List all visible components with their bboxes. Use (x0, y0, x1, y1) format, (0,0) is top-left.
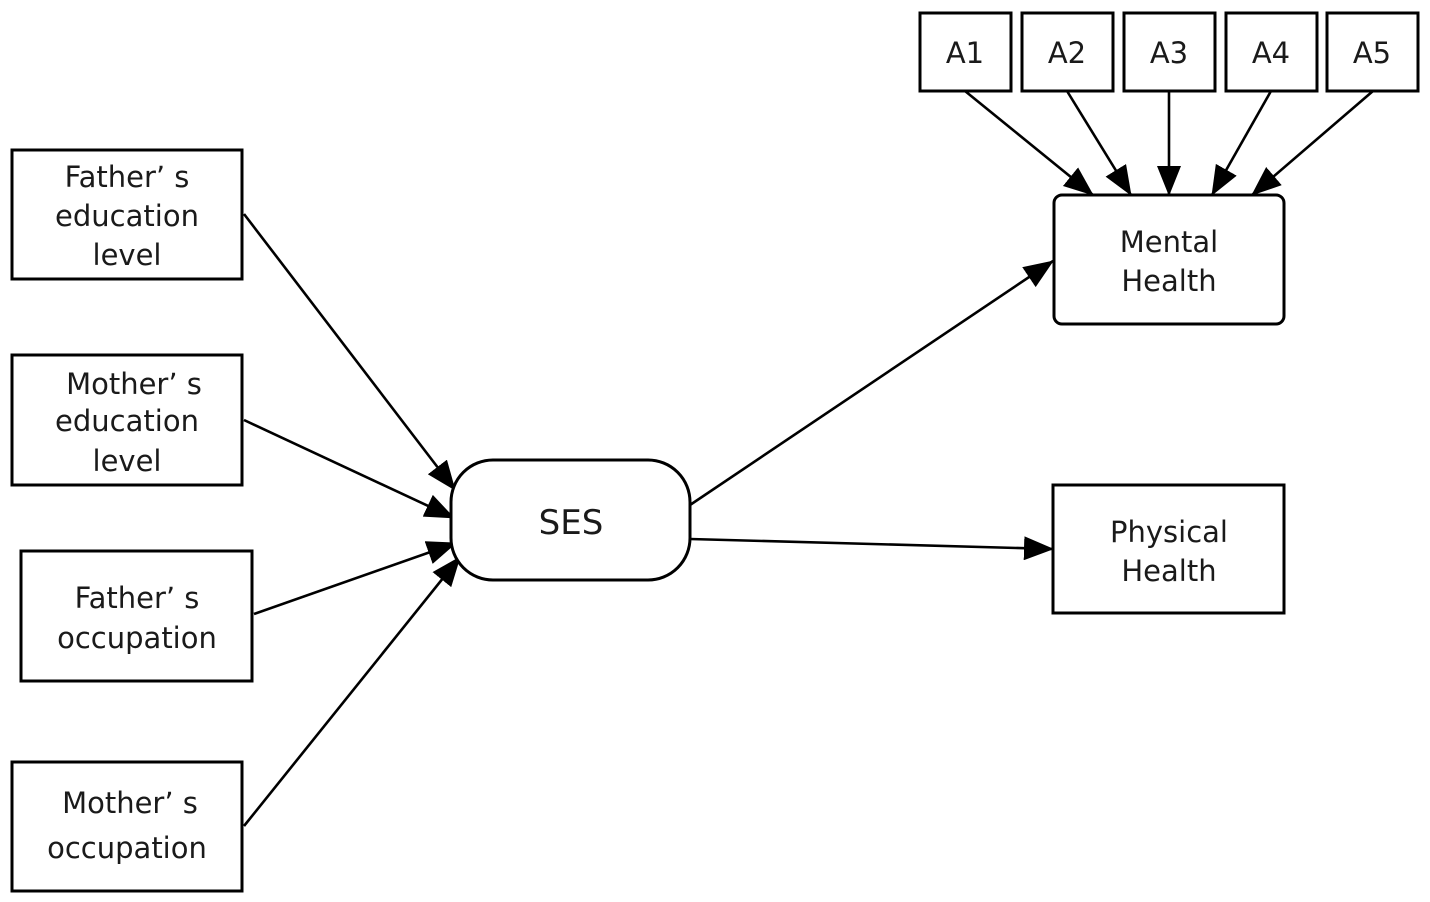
node-mother-education-line-2: education (55, 404, 199, 438)
node-indicator-a1: A1 (918, 11, 1013, 93)
node-mother-education-line-1: Mother’ s (66, 367, 202, 401)
node-mother-occupation-line-2: occupation (47, 831, 207, 865)
node-indicator-a3-label: A3 (1150, 36, 1188, 70)
edge-a4-to-mental-health (1210, 90, 1273, 196)
edge-a1-to-mental-health (964, 89, 1094, 197)
node-mental-health-line-2: Health (1121, 264, 1216, 298)
node-indicator-a2-label: A2 (1048, 36, 1086, 70)
node-indicator-a4-label: A4 (1252, 36, 1290, 70)
edge-a2-to-mental-health (1065, 90, 1133, 196)
edge-mother-education-to-ses (243, 418, 455, 520)
node-mental-health-line-1: Mental (1120, 225, 1218, 259)
edge-father-occupation-to-ses (253, 541, 457, 616)
node-father-occupation-line-1: Father’ s (75, 581, 200, 615)
node-mother-occupation-line-1: Mother’ s (62, 786, 198, 820)
node-mother-education: Mother’ s education level (10, 353, 244, 487)
node-indicator-a3: A3 (1122, 11, 1217, 93)
node-indicator-a5-label: A5 (1353, 36, 1391, 70)
node-indicator-a4: A4 (1224, 11, 1319, 93)
node-father-occupation: Father’ s occupation (19, 549, 254, 683)
node-physical-health: Physical Health (1051, 483, 1286, 615)
node-father-education-line-2: education (55, 199, 199, 233)
node-father-occupation-line-2: occupation (57, 621, 217, 655)
node-ses-label: SES (539, 503, 604, 543)
edge-ses-to-mental-health (689, 259, 1054, 507)
node-mental-health: Mental Health (1052, 193, 1286, 326)
node-physical-health-line-2: Health (1121, 554, 1216, 588)
node-mother-occupation: Mother’ s occupation (10, 760, 244, 893)
node-indicator-a1-label: A1 (946, 36, 984, 70)
node-ses: SES (449, 458, 692, 582)
edge-ses-to-physical-health (689, 536, 1054, 561)
node-father-education-line-3: level (93, 238, 162, 272)
edge-father-education-to-ses (242, 213, 457, 491)
node-physical-health-line-1: Physical (1110, 515, 1228, 549)
node-father-education: Father’ s education level (10, 148, 244, 281)
node-father-education-line-1: Father’ s (65, 160, 190, 194)
edge-a5-to-mental-health (1251, 90, 1374, 196)
edges (242, 89, 1374, 827)
node-indicator-a5: A5 (1325, 11, 1420, 93)
node-indicator-a2: A2 (1020, 11, 1115, 93)
edge-mother-occupation-to-ses (242, 556, 462, 827)
node-mother-education-line-3: level (93, 444, 162, 478)
